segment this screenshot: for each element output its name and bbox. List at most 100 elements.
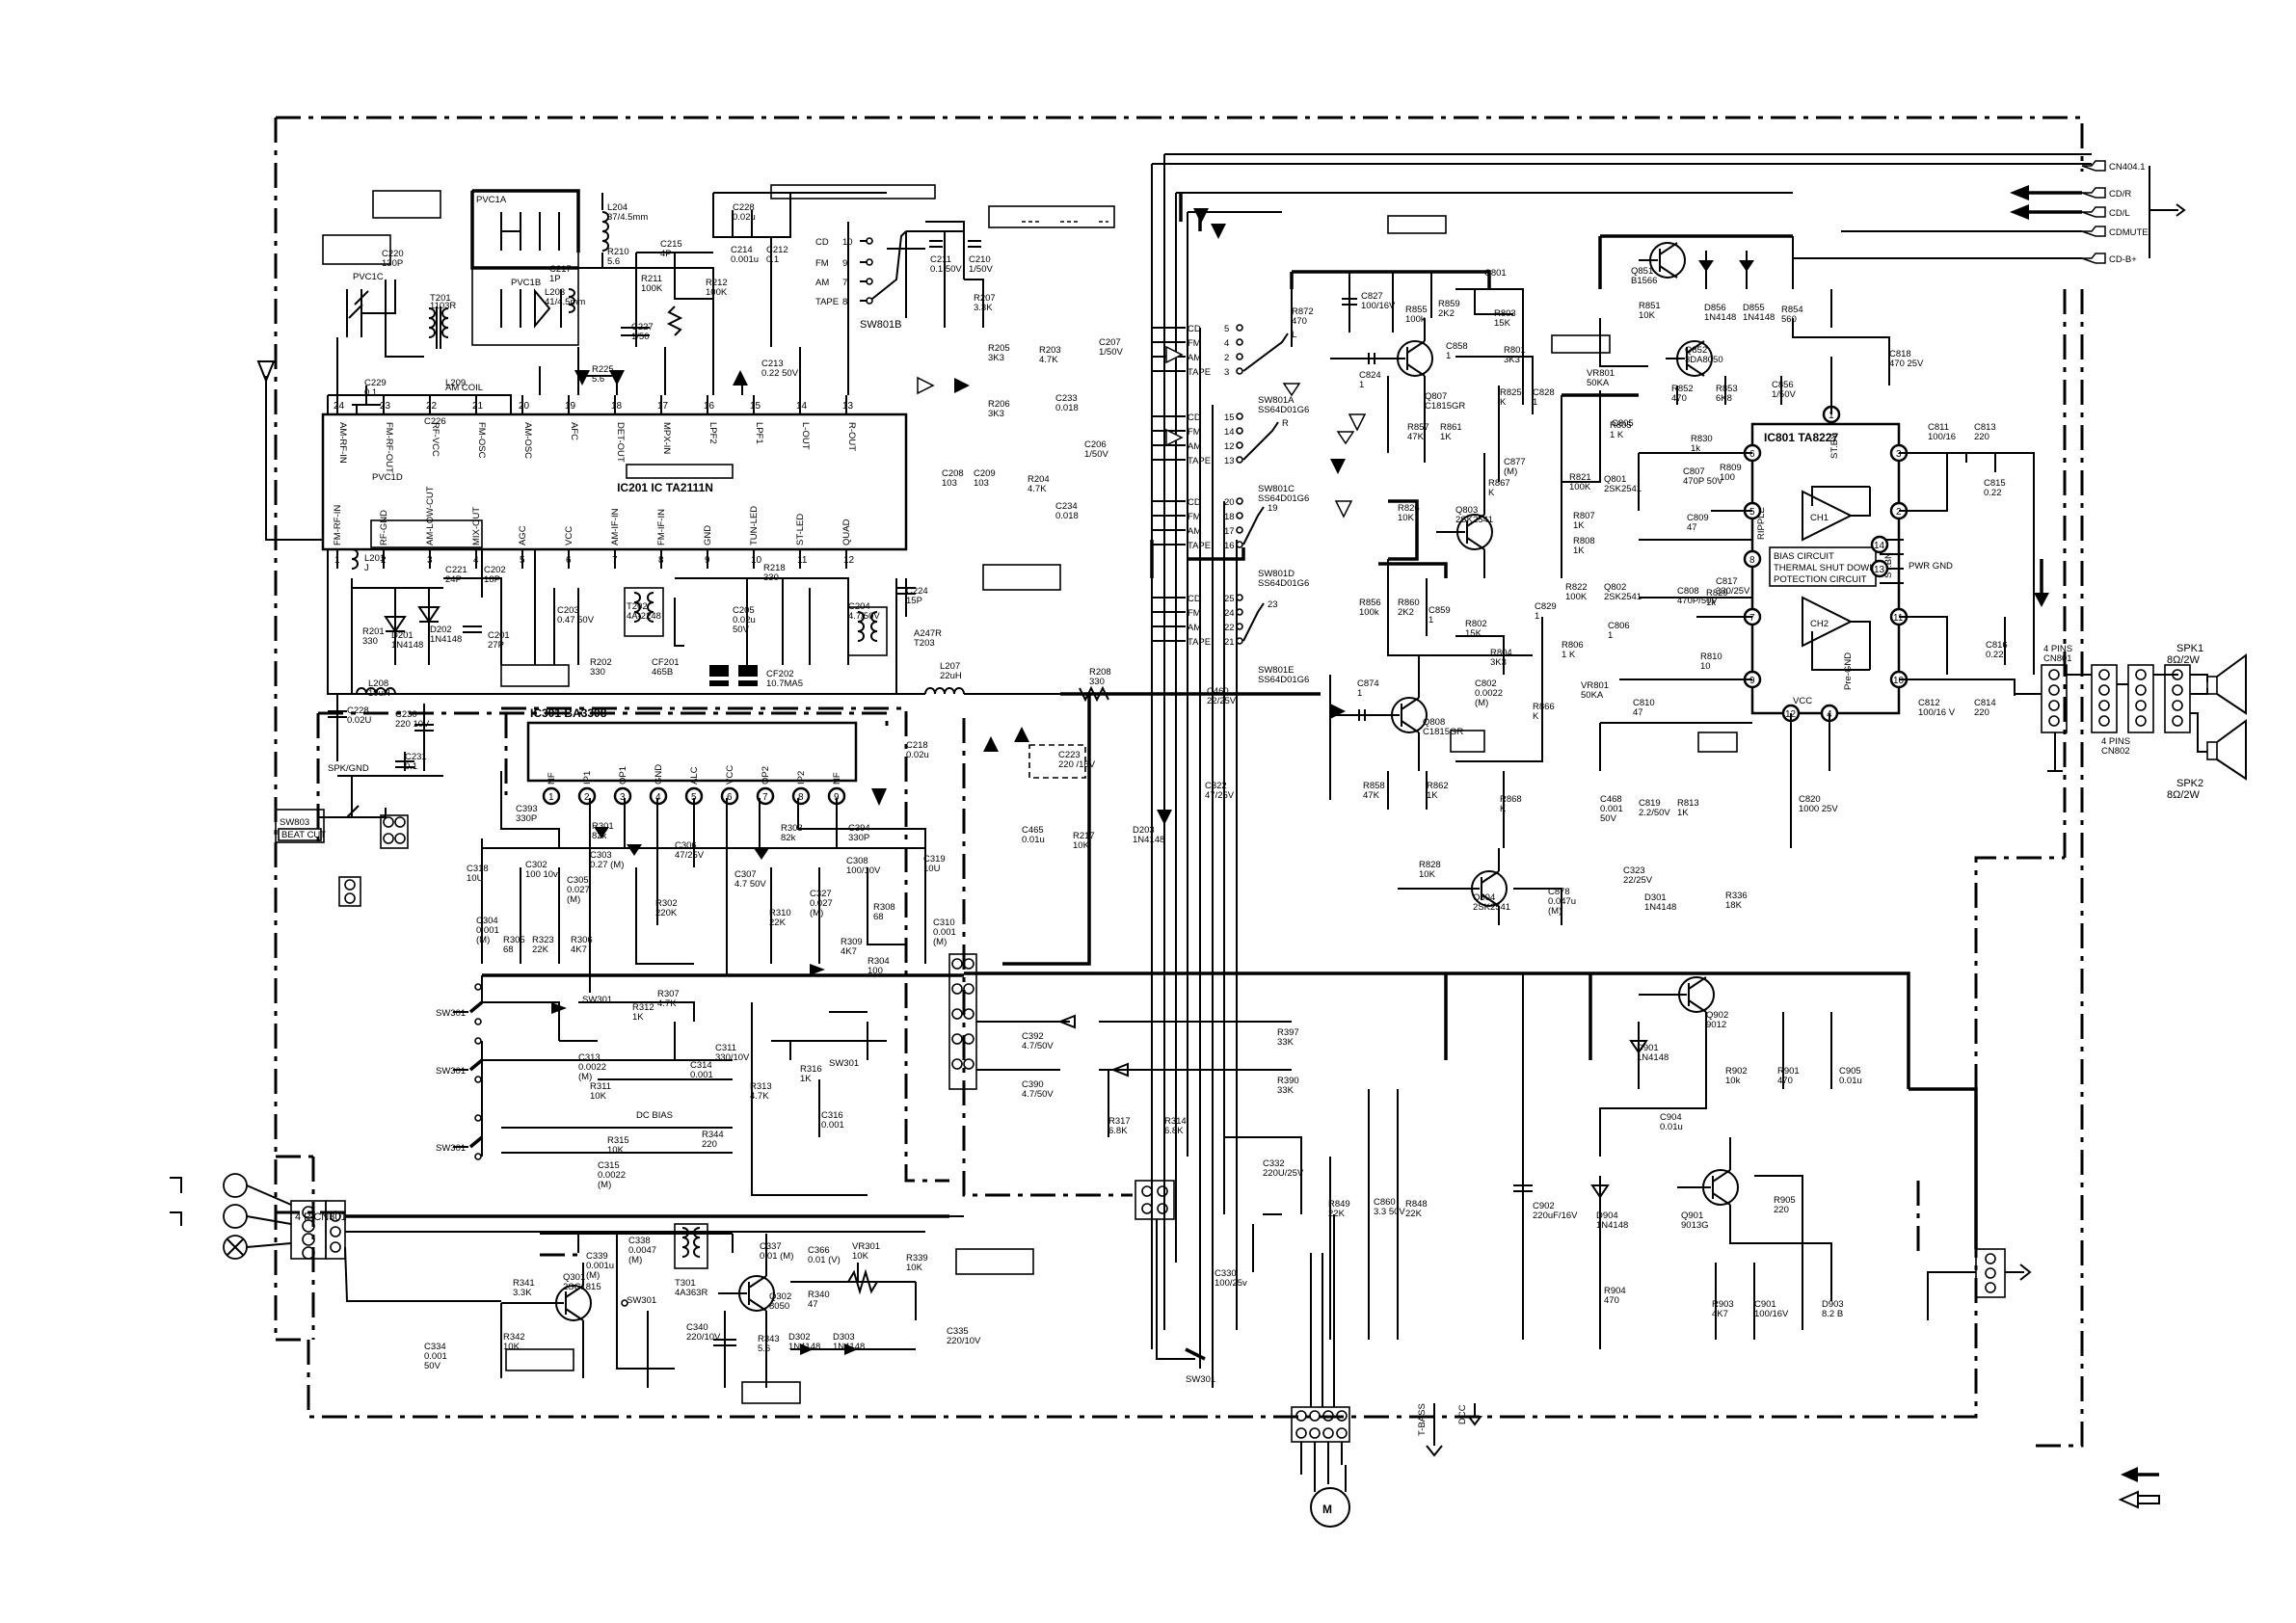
- beat-cut-label: BEAT CUT: [281, 830, 326, 840]
- spk1-name: SPK1: [2176, 643, 2203, 654]
- ta2111-pin-number: 15: [750, 401, 761, 412]
- component-value: 4K7: [571, 945, 587, 955]
- misc-labels: AM COIL PVC1A PVC1B PVC1C PVC1D T201 110…: [353, 195, 1108, 483]
- ta2111-pin-name: RF-GND: [379, 510, 389, 545]
- component-ref: C231: [405, 752, 427, 762]
- ta2111-pin-number: 7: [612, 555, 618, 566]
- component-value: 220: [1774, 1205, 1789, 1215]
- component-value: 470: [1604, 1295, 1619, 1306]
- component-value: 100/16: [1928, 432, 1956, 442]
- component-value: 10K: [607, 1145, 625, 1156]
- connector-hole: [2048, 715, 2060, 727]
- selector-wiper: [1242, 602, 1265, 642]
- component-value: 330: [763, 572, 779, 583]
- ta2111-pin-number: 18: [611, 401, 623, 412]
- component-ref: C339: [586, 1251, 608, 1262]
- component-ref: D203: [1133, 825, 1155, 836]
- component-value: 10K: [1398, 513, 1415, 523]
- selector-contact: [1236, 441, 1243, 449]
- selector-position: CD: [1188, 324, 1201, 334]
- ta2111-pin-name: RF-VCC: [430, 422, 441, 457]
- component-ref: C206: [1084, 439, 1107, 450]
- vcc-label: VCC: [1793, 696, 1812, 706]
- component-ref: C829: [1535, 601, 1557, 612]
- component-ref: R805: [1610, 420, 1632, 431]
- component-ref: C812: [1918, 698, 1940, 708]
- spk2-name: SPK2: [2176, 778, 2203, 789]
- component-value: 22K: [532, 945, 549, 955]
- component-ref: C306: [675, 840, 697, 851]
- power-supply: [964, 971, 2032, 1349]
- component-value: B1566: [1631, 276, 1657, 286]
- ta2111-pin-name: LPF2: [707, 422, 718, 444]
- pregnd-label: Pre-GND: [1843, 652, 1854, 690]
- ta2111-pin-name: AM-OSC: [522, 422, 533, 459]
- component-ref: C302: [525, 860, 547, 870]
- component-value: 9013G: [1681, 1220, 1709, 1231]
- component-value: 100K: [1569, 482, 1591, 492]
- component-ref: R902: [1725, 1066, 1748, 1077]
- component-ref: C308: [846, 856, 868, 866]
- component-ref: C201: [488, 630, 510, 641]
- component-value: (M): [567, 894, 580, 905]
- ic-ta8227: IC801 TA8227 CH1 CH2 BIAS CIRCUIT THERMA…: [1599, 289, 2049, 848]
- component-value: 10K: [906, 1263, 923, 1273]
- component-ref: R315: [607, 1135, 629, 1146]
- component-value: 220uF/16V: [1533, 1211, 1578, 1221]
- component-ref: C334: [424, 1342, 446, 1352]
- component-ref: R323: [532, 935, 554, 945]
- sw803-label: SW803: [280, 817, 309, 828]
- component-value: K: [1500, 397, 1507, 408]
- component-ref: R206: [988, 399, 1010, 410]
- selector-position: CD: [1188, 497, 1201, 508]
- component-value: 5.6: [607, 256, 620, 267]
- selector-number: 4: [1224, 338, 1229, 349]
- component-value: 22K: [1405, 1209, 1423, 1219]
- component-ref: R861: [1440, 422, 1462, 433]
- ta2111-pin-name: AM-RF-IN: [337, 422, 348, 464]
- selector-label: SW801A: [1258, 395, 1295, 406]
- component-ref: C335: [947, 1326, 969, 1337]
- selector-position: FM: [1188, 608, 1201, 619]
- component-ref: C878: [1548, 887, 1570, 897]
- component-value: 0.0047: [628, 1245, 656, 1256]
- component-ref: R857: [1407, 422, 1429, 433]
- component-value: 27P: [488, 640, 504, 651]
- component-ref: C227: [631, 322, 654, 333]
- component-value: 470: [1671, 393, 1687, 404]
- component-value: 18P: [484, 574, 500, 585]
- component-value: 1N4148: [833, 1342, 865, 1352]
- connector-hole: [963, 1008, 974, 1020]
- ta2111-pin-name: VCC: [564, 526, 574, 545]
- component-ref: VR801: [1587, 368, 1615, 379]
- component-ref: C366: [808, 1245, 830, 1256]
- component-value: 0.02u: [906, 750, 929, 760]
- component-ref: R849: [1328, 1199, 1350, 1210]
- component-ref: R808: [1573, 536, 1595, 546]
- ic-ba3308: IC301 BA3308 1NF2IP13OP14GND5ALC6VCC7OP2…: [436, 694, 1292, 1196]
- component-value: (M): [628, 1255, 642, 1265]
- pwr-gnd-label: PWR GND: [1909, 561, 1953, 572]
- component-ref: R314: [1164, 1116, 1187, 1127]
- component-ref: R343: [758, 1334, 780, 1344]
- component-value: T203: [914, 638, 935, 649]
- component-value: 10K: [503, 1342, 521, 1352]
- component-ref: D202: [430, 625, 452, 635]
- component-ref: C824: [1359, 370, 1381, 381]
- component-value: 50V: [733, 625, 750, 635]
- component-ref: C307: [734, 869, 757, 880]
- component-value: 0.01 (M): [760, 1251, 793, 1262]
- ta2111-pin-name: R-OUT: [846, 422, 857, 451]
- component-value: 470P 50V: [1683, 476, 1723, 487]
- connector-pin: [2081, 160, 2106, 172]
- component-ref: R336: [1725, 891, 1748, 901]
- connector-hole: [951, 1008, 963, 1020]
- component-value: 0.001: [690, 1070, 713, 1080]
- component-ref: C801: [1484, 268, 1507, 279]
- component-ref: R851: [1639, 301, 1661, 311]
- component-ref: R858: [1363, 781, 1385, 791]
- component-value: 330P: [516, 813, 537, 824]
- component-value: 3K3: [988, 409, 1004, 419]
- connector-pin: [2081, 206, 2106, 218]
- connector-hole: [2135, 715, 2147, 727]
